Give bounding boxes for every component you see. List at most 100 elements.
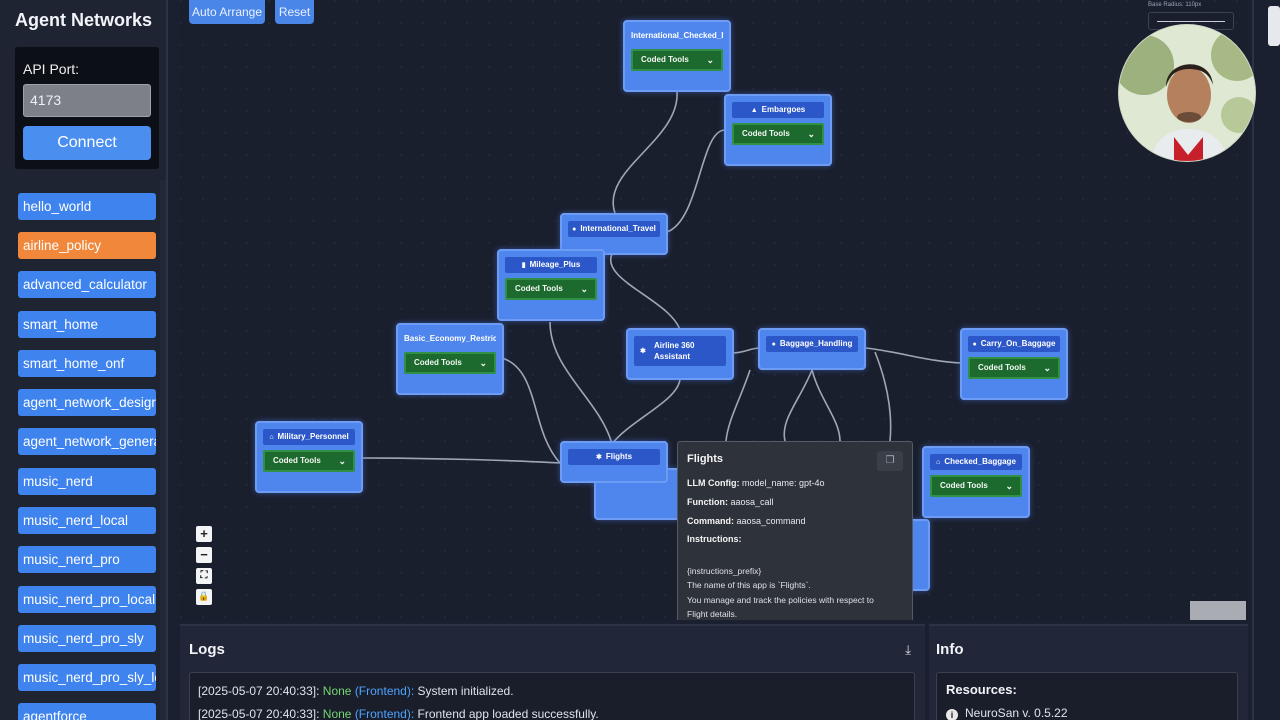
- chevron-down-icon: ⌄: [338, 456, 346, 466]
- version-line: i NeuroSan v. 0.5.22: [946, 706, 1068, 720]
- tool-select[interactable]: Coded Tools⌄: [968, 357, 1060, 379]
- node-flights[interactable]: ✱Flights: [560, 441, 668, 483]
- node-airline-360-assistant[interactable]: ✱ Airline 360 Assistant: [626, 328, 734, 380]
- chevron-down-icon: ⌄: [580, 284, 588, 294]
- tool-select[interactable]: Coded Tools ⌄: [263, 450, 355, 472]
- network-item-agentforce[interactable]: agentforce: [18, 703, 156, 720]
- home-icon: ⌂: [936, 459, 941, 466]
- node-label: Embargoes: [761, 105, 806, 114]
- zoom-in-button[interactable]: +: [196, 526, 212, 542]
- node-mileage-plus[interactable]: ▮Mileage_Plus Coded Tools⌄: [497, 249, 605, 321]
- node-header: ⌂Checked_Baggage: [930, 454, 1022, 470]
- edge-baggage-carryon: [865, 347, 963, 364]
- network-item-music-nerd-pro-sly[interactable]: music_nerd_pro_sly: [18, 625, 156, 652]
- auto-arrange-button[interactable]: Auto Arrange: [189, 0, 265, 24]
- network-item-music-nerd-local[interactable]: music_nerd_local: [18, 507, 156, 534]
- edge-baggage-down2: [811, 369, 841, 442]
- tool-select-label: Coded Tools: [273, 456, 321, 465]
- log-source: (Frontend):: [354, 707, 415, 720]
- resources-label: Resources:: [946, 682, 1017, 697]
- tool-select[interactable]: Coded Tools ⌄: [631, 49, 723, 71]
- dot-icon: ●: [972, 341, 977, 348]
- tool-select-label: Coded Tools: [978, 363, 1026, 372]
- api-port-label: API Port:: [23, 61, 80, 77]
- network-item-airline-policy[interactable]: airline_policy: [18, 232, 156, 259]
- info-panel: Info Resources: i NeuroSan v. 0.5.22: [929, 624, 1248, 720]
- edge-baggage-down1: [783, 369, 813, 442]
- tool-select[interactable]: Coded Tools⌄: [732, 123, 824, 145]
- edge-360-travel: [609, 253, 681, 331]
- node-baggage-handling[interactable]: ●Baggage_Handling: [758, 328, 866, 370]
- agent-icon: ✱: [640, 348, 646, 355]
- edge-baggage-down3: [874, 351, 892, 442]
- network-item-music-nerd[interactable]: music_nerd: [18, 468, 156, 495]
- node-header: ✱Flights: [568, 449, 660, 465]
- logs-title: Logs: [189, 641, 225, 658]
- tooltip-llm-config: LLM Config: model_name: gpt-4o: [687, 478, 825, 488]
- chevron-down-icon: ⌄: [706, 55, 714, 65]
- log-level: None: [322, 707, 352, 720]
- node-label: International_Checked_Baggage: [631, 31, 723, 40]
- node-label: Mileage_Plus: [529, 260, 581, 269]
- reset-button[interactable]: Reset: [275, 0, 314, 24]
- lock-icon[interactable]: 🔒: [196, 589, 212, 605]
- copy-icon[interactable]: ❐: [877, 451, 903, 471]
- connect-button[interactable]: Connect: [23, 126, 151, 160]
- node-international-travel[interactable]: ●International_Travel: [560, 213, 668, 255]
- tooltip-title: Flights: [687, 453, 724, 465]
- chevron-down-icon: ⌄: [1005, 481, 1013, 491]
- fit-view-icon[interactable]: ⛶: [196, 568, 212, 584]
- tool-select[interactable]: Coded Tools⌄: [930, 475, 1022, 497]
- document-icon: ▮: [521, 262, 526, 269]
- node-checked-baggage[interactable]: ⌂Checked_Baggage Coded Tools⌄: [922, 446, 1030, 518]
- tool-select[interactable]: Coded Tools⌄: [505, 278, 597, 300]
- node-military-personnel[interactable]: ⌂Military_Personnel Coded Tools ⌄: [255, 421, 363, 493]
- scrollbar-thumb[interactable]: [1268, 6, 1280, 46]
- node-label: Airline 360 Assistant: [654, 341, 695, 361]
- network-item-smart-home[interactable]: smart_home: [18, 311, 156, 338]
- page-scrollbar[interactable]: [1252, 0, 1280, 720]
- logs-panel: Logs ⤓ [2025-05-07 20:40:33]: None (Fron…: [180, 624, 925, 720]
- node-label: International_Travel: [580, 224, 656, 233]
- node-details-tooltip: Flights ❐ LLM Config: model_name: gpt-4o…: [677, 441, 913, 620]
- node-international-checked-baggage[interactable]: International_Checked_Baggage Coded Tool…: [623, 20, 731, 92]
- edge-flights-360: [611, 377, 681, 445]
- node-carry-on-baggage[interactable]: ●Carry_On_Baggage Coded Tools⌄: [960, 328, 1068, 400]
- network-item-advanced-calculator[interactable]: advanced_calculator: [18, 271, 156, 298]
- sidebar: Agent Networks API Port: 4173 Connect he…: [0, 0, 168, 720]
- instructions-line: You manage and track the policies with r…: [687, 595, 874, 605]
- network-item-hello-world[interactable]: hello_world: [18, 193, 156, 220]
- log-entry: [2025-05-07 20:40:33]: None (Frontend): …: [198, 684, 514, 698]
- sidebar-scrollbar[interactable]: [160, 180, 166, 720]
- person-icon: ▲: [750, 107, 758, 114]
- network-item-agent-network-designer[interactable]: agent_network_designer: [18, 389, 156, 416]
- network-item-music-nerd-pro[interactable]: music_nerd_pro: [18, 546, 156, 573]
- network-item-music-nerd-pro-local[interactable]: music_nerd_pro_local: [18, 586, 156, 613]
- network-item-music-nerd-pro-sly-local[interactable]: music_nerd_pro_sly_local: [18, 664, 156, 691]
- tooltip-function: Function: aaosa_call: [687, 497, 774, 507]
- tool-select[interactable]: Coded Tools⌄: [404, 352, 496, 374]
- node-header: ▮Mileage_Plus: [505, 257, 597, 273]
- node-header: ⌂Military_Personnel: [263, 429, 355, 445]
- info-title: Info: [936, 641, 964, 658]
- node-basic-economy-restrictions[interactable]: Basic_Economy_Restrictions Coded Tools⌄: [396, 323, 504, 395]
- instructions-line: {instructions_prefix}: [687, 566, 762, 576]
- log-message: System initialized.: [417, 684, 514, 698]
- node-header: ▲Embargoes: [732, 102, 824, 118]
- version-text: NeuroSan v. 0.5.22: [965, 706, 1068, 720]
- tool-select-label: Coded Tools: [641, 55, 689, 64]
- network-item-smart-home-onf[interactable]: smart_home_onf: [18, 350, 156, 377]
- tool-select-label: Coded Tools: [742, 129, 790, 138]
- info-icon: i: [946, 709, 958, 720]
- graph-canvas[interactable]: Auto Arrange Reset Base Radius: 110px In…: [180, 0, 1248, 620]
- edge-flights-mileage: [549, 321, 613, 445]
- download-icon[interactable]: ⤓: [905, 642, 911, 657]
- api-port-input[interactable]: 4173: [23, 84, 151, 117]
- node-label: Flights: [605, 452, 633, 461]
- zoom-out-button[interactable]: −: [196, 547, 212, 563]
- minimap-indicator[interactable]: [1190, 601, 1246, 620]
- node-embargoes[interactable]: ▲Embargoes Coded Tools⌄: [724, 94, 832, 166]
- edge-flights-military: [361, 457, 561, 464]
- network-item-agent-network-generator[interactable]: agent_network_generator: [18, 428, 156, 455]
- info-box: Resources: i NeuroSan v. 0.5.22: [936, 672, 1238, 720]
